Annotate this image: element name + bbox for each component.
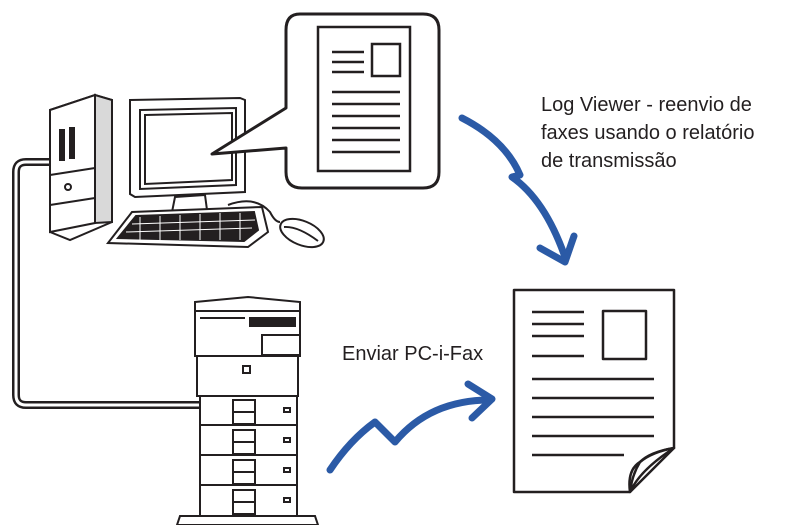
multifunction-printer-icon — [175, 295, 320, 526]
send-pc-ifax-arrow — [326, 380, 496, 474]
monitor-icon — [129, 96, 246, 221]
mouse-icon — [227, 200, 325, 249]
keyboard-icon — [106, 205, 270, 249]
send-pc-ifax-label: Enviar PC-i-Fax — [342, 343, 484, 365]
document-icon — [316, 25, 412, 173]
log-viewer-label-line-3: de transmissão — [541, 150, 677, 172]
log-viewer-label: Log Viewer - reenvio de faxes usando o r… — [541, 91, 795, 175]
log-viewer-label-line-2: faxes usando o relatório — [541, 122, 755, 144]
log-viewer-label-line-1: Log Viewer - reenvio de — [541, 94, 752, 116]
received-fax-document-icon — [512, 288, 676, 494]
log-viewer-resend-arrow — [458, 114, 578, 266]
network-cable-inner — [14, 160, 205, 407]
desktop-computer-icon — [49, 93, 113, 242]
